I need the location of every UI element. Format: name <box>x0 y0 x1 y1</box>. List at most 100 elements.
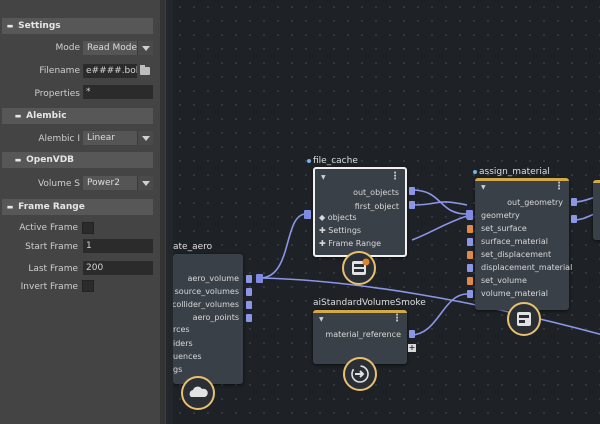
chevron-down-icon <box>137 41 153 55</box>
alembic-interp-dropdown[interactable]: Linear <box>83 131 153 145</box>
output-socket[interactable] <box>409 187 415 195</box>
output-socket[interactable] <box>571 198 577 206</box>
material-icon[interactable] <box>507 302 541 336</box>
input-port-label: iders <box>173 339 193 348</box>
input-port-label: surface_material <box>481 237 548 246</box>
pin-icon <box>307 158 311 163</box>
input-port-label: uences <box>173 352 202 361</box>
output-socket[interactable] <box>409 201 415 209</box>
input-port-label: set_volume <box>481 276 527 285</box>
last-frame-label: Last Frame <box>28 264 78 274</box>
input-port-label: ◆ objects <box>319 213 357 222</box>
properties-label: Properties <box>34 89 80 99</box>
properties-field[interactable]: * <box>83 85 153 99</box>
invert-frame-label: Invert Frame <box>20 282 78 292</box>
objects-input-socket[interactable] <box>304 210 311 219</box>
cloud-icon[interactable] <box>181 376 215 410</box>
wire-smoke-to-volume-material <box>410 293 468 336</box>
panel-scroll-shade <box>160 0 165 424</box>
frame-range-header-label: Frame Range <box>18 202 85 212</box>
input-socket[interactable] <box>467 277 473 285</box>
file-cache-title: file_cache <box>307 156 358 166</box>
collapse-arrow-icon: ▬ <box>14 156 22 164</box>
frame-range-section-header[interactable]: ▬ Frame Range <box>2 199 153 215</box>
add-port-button[interactable]: + <box>408 343 416 352</box>
output-socket[interactable] <box>571 215 577 223</box>
mode-dropdown[interactable]: Read Mode <box>83 41 153 55</box>
output-socket[interactable] <box>409 330 415 338</box>
assign-material-node[interactable]: ▼ ⋮ out_geometry geometry set_surface su… <box>467 178 573 310</box>
mode-label: Mode <box>55 43 80 53</box>
collapse-arrow-icon: ▼ <box>319 316 324 323</box>
collapse-arrow-icon: ▼ <box>321 174 326 181</box>
chevron-down-icon <box>137 131 153 145</box>
alembic-section-header[interactable]: ▬ Alembic <box>2 108 153 124</box>
properties-panel: ▬ Settings Mode Read Mode Filename e####… <box>0 0 165 424</box>
aero-volume-socket[interactable] <box>256 274 263 283</box>
input-socket[interactable] <box>467 238 473 246</box>
output-port-label: first_object <box>354 202 399 211</box>
start-frame-label: Start Frame <box>25 242 78 252</box>
wire-aero-to-filecache <box>259 213 307 279</box>
invert-frame-checkbox[interactable] <box>82 280 94 292</box>
filename-field[interactable]: e####.bob <box>83 64 137 78</box>
output-port-label: collider_volumes <box>173 300 239 309</box>
offscreen-node[interactable] <box>593 180 600 240</box>
wire-aero-to-offscreen <box>259 277 600 336</box>
create-aero-node[interactable]: aero_volume source_volumes collider_volu… <box>173 254 243 384</box>
input-port-label: ✚ Frame Range <box>319 239 382 248</box>
input-port-label: ✚ Settings <box>319 226 362 235</box>
panel-splitter[interactable] <box>165 0 173 424</box>
input-socket[interactable] <box>467 251 473 259</box>
node-menu-icon[interactable]: ⋮ <box>392 313 402 324</box>
input-port-label: geometry <box>481 211 520 220</box>
create-aero-title: ate_aero <box>173 242 213 252</box>
smoke-shader-node[interactable]: ▼ ⋮ material_reference <box>313 310 407 364</box>
shader-icon[interactable] <box>343 357 377 391</box>
connection-wires <box>259 189 600 336</box>
node-accent-bar <box>593 180 600 183</box>
file-cache-icon[interactable] <box>342 251 376 285</box>
geometry-input-socket[interactable] <box>466 210 473 219</box>
alembic-interp-label: Alembic I <box>38 134 80 144</box>
input-port-label: gs <box>173 365 183 374</box>
active-frame-label: Active Frame <box>19 223 78 233</box>
output-socket[interactable] <box>246 301 252 309</box>
node-menu-icon[interactable]: ⋮ <box>390 171 400 182</box>
mode-dropdown-value: Read Mode <box>87 43 137 53</box>
input-port-label: rces <box>173 325 190 334</box>
output-socket[interactable] <box>246 288 252 296</box>
last-frame-field[interactable]: 200 <box>83 261 153 275</box>
node-accent-bar <box>475 178 569 181</box>
output-port-label: source_volumes <box>174 287 239 296</box>
collapse-arrow-icon: ▬ <box>14 112 22 120</box>
node-graph-canvas[interactable]: aero_volume source_volumes collider_volu… <box>173 0 600 424</box>
settings-header-label: Settings <box>18 21 61 31</box>
file-cache-node[interactable]: ▼ ⋮ out_objects first_object ◆ objects ✚… <box>313 167 407 257</box>
openvdb-section-header[interactable]: ▬ OpenVDB <box>2 152 153 168</box>
input-socket[interactable] <box>467 264 473 272</box>
output-port-label: out_objects <box>353 188 399 197</box>
node-menu-icon[interactable]: ⋮ <box>554 181 564 192</box>
assign-material-title-text: assign_material <box>479 167 550 177</box>
folder-icon[interactable] <box>140 65 150 75</box>
collapse-arrow-icon: ▬ <box>6 203 14 211</box>
smoke-shader-title: aiStandardVolumeSmoke <box>313 298 426 308</box>
output-socket[interactable] <box>246 275 252 283</box>
settings-section-header[interactable]: ▬ Settings <box>2 18 153 34</box>
alembic-header-label: Alembic <box>26 111 67 121</box>
active-frame-checkbox[interactable] <box>82 222 94 234</box>
collapse-arrow-icon: ▼ <box>481 184 486 191</box>
openvdb-header-label: OpenVDB <box>26 155 75 165</box>
collapse-arrow-icon: ▬ <box>6 22 14 30</box>
input-socket[interactable] <box>467 225 473 233</box>
output-socket[interactable] <box>246 314 252 322</box>
volume-sampling-label: Volume S <box>37 179 80 189</box>
input-port-text: Frame Range <box>328 239 382 248</box>
start-frame-field[interactable]: 1 <box>83 239 153 253</box>
output-port-label: aero_volume <box>187 274 239 283</box>
volume-sampling-dropdown[interactable]: Power2 <box>83 176 153 190</box>
input-socket[interactable] <box>467 290 473 298</box>
input-port-label: displacement_material <box>481 263 573 272</box>
input-port-label: set_surface <box>481 224 527 233</box>
